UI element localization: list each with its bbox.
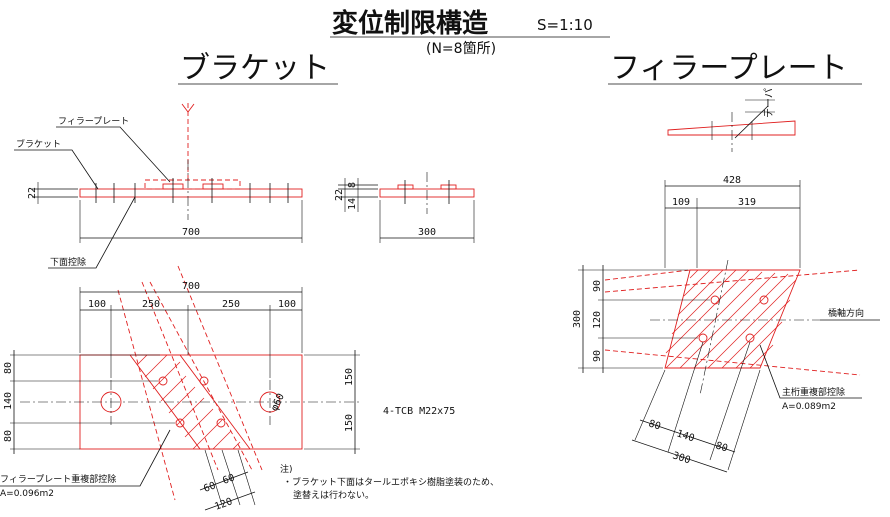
label-girder-area: A=0.089m2 — [782, 402, 836, 412]
dim-90-bottom: 90 — [592, 350, 603, 362]
label-overlap-area: A=0.096m2 — [0, 489, 54, 499]
note-head: 注) — [280, 463, 293, 475]
dim-140-left: 140 — [3, 392, 14, 410]
dim-700-plan: 700 — [182, 281, 200, 292]
label-overlap-filler: フィラープレート重複部控除 — [0, 473, 116, 485]
bolt-hole-1 — [158, 376, 168, 386]
web-break-mark — [181, 103, 195, 113]
dim-80-top: 80 — [3, 362, 14, 374]
filler-plate-outline — [664, 269, 801, 369]
dim-100-right: 100 — [278, 299, 296, 310]
drawing-title: 変位制限構造 — [332, 8, 488, 39]
filler-plan: 橋軸方向 428 109 319 300 90 120 90 80 140 80… — [572, 175, 880, 473]
filler-overlap-zone — [129, 354, 251, 450]
dim-250-right: 250 — [222, 299, 240, 310]
leader-girder — [759, 344, 862, 399]
filler-elevation: テーパ — [667, 88, 796, 152]
girder-flange-outline — [144, 179, 241, 190]
label-filler-plate: フィラープレート — [58, 116, 129, 127]
bolt-hole-4 — [216, 418, 226, 428]
taper-label: テーパ — [763, 88, 775, 118]
filler-taper-plate — [667, 120, 796, 136]
bolt-hole-3 — [175, 418, 185, 428]
filler-plate-right — [202, 183, 224, 190]
dim-109: 109 — [672, 197, 690, 208]
dim-120-bottom: 120 — [213, 496, 234, 513]
dim-22-side: 22 — [27, 187, 38, 199]
hole-diameter-label: φ60 — [269, 392, 287, 413]
leader-filler — [56, 126, 171, 183]
bracket-side-view: 22 700 フィラープレート ブラケット 下面控除 — [14, 103, 303, 269]
filler-bolt-4 — [745, 333, 755, 343]
dim-80-filler-a: 80 — [647, 418, 662, 432]
filler-bolt-2 — [759, 295, 769, 305]
dim-60-a: 60 — [202, 480, 217, 494]
filler-heading: フィラープレート — [610, 51, 848, 86]
dim-60-b: 60 — [221, 472, 236, 486]
dim-80-filler-b: 80 — [714, 440, 729, 454]
filler-bolt-1 — [710, 295, 720, 305]
bracket-plan-view: φ60 700 100 250 250 100 80 140 80 150 15… — [0, 265, 455, 513]
dim-80-bottom: 80 — [3, 430, 14, 442]
note-line-2: 塗替えは行わない。 — [293, 489, 374, 501]
dim-150-top: 150 — [344, 368, 355, 386]
dim-100-left: 100 — [88, 299, 106, 310]
note-block: 注) ・ブラケット下面はタールエポキシ樹脂塗装のため、 塗替えは行わない。 — [280, 463, 499, 501]
leader-underside — [48, 196, 136, 269]
dim-90-top: 90 — [592, 280, 603, 292]
dim-150-bottom: 150 — [344, 414, 355, 432]
label-bracket: ブラケット — [16, 138, 61, 150]
leader-bracket — [14, 149, 99, 190]
dim-300-end: 300 — [418, 227, 436, 238]
dim-120-left: 120 — [592, 311, 603, 329]
leader-overlap — [0, 429, 171, 487]
dim-14-end: 14 — [347, 198, 358, 210]
dim-300-filler-bottom: 300 — [671, 450, 692, 466]
dim-300-left: 300 — [572, 310, 583, 328]
dim-8-end: 8 — [347, 182, 358, 188]
bracket-heading: ブラケット — [180, 51, 330, 86]
bolt-hole-2 — [199, 376, 209, 386]
bridge-axis-label: 橋軸方向 — [828, 307, 864, 319]
label-underside: 下面控除 — [50, 256, 86, 268]
dim-428: 428 — [723, 175, 741, 186]
scale-label: S=1:10 — [537, 16, 593, 34]
dim-140-filler: 140 — [675, 428, 696, 444]
dim-319: 319 — [738, 197, 756, 208]
count-label: (N=8箇所) — [426, 40, 496, 57]
dim-22-end: 22 — [334, 189, 345, 201]
filler-end-right — [440, 184, 457, 190]
label-girder-overlap: 主桁重複部控除 — [782, 386, 845, 398]
dim-250-left: 250 — [142, 299, 160, 310]
bracket-end-view: 22 14 8 300 — [334, 172, 475, 243]
filler-bolt-3 — [698, 333, 708, 343]
note-line-1: ・ブラケット下面はタールエポキシ樹脂塗装のため、 — [283, 476, 499, 488]
filler-end-left — [397, 184, 414, 190]
overlap-hatching — [136, 354, 241, 450]
dim-700-side: 700 — [182, 227, 200, 238]
bolt-spec-label: 4-TCB M22x75 — [383, 406, 455, 417]
bracket-plate-side — [79, 188, 303, 198]
